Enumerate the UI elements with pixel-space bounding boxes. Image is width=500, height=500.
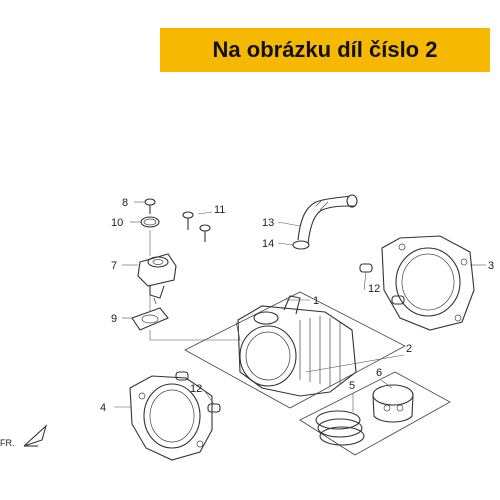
label-part-13: 13 (262, 217, 274, 229)
cylinder-assembly-frame (184, 291, 406, 409)
label-part-7: 7 (111, 260, 117, 272)
leader-lines (114, 201, 486, 412)
part-3-gasket (381, 235, 475, 331)
part-14-clamp (292, 240, 310, 250)
part-11-bolts (182, 211, 211, 242)
label-part-3: 3 (488, 260, 494, 272)
part-6-piston (372, 384, 414, 423)
label-part-10: 10 (111, 217, 123, 229)
part-9-gasket (131, 307, 169, 331)
label-part-2: 2 (406, 343, 412, 355)
part-number-banner: Na obrázku díl číslo 2 (160, 28, 490, 72)
label-part-12-lower: 12 (190, 383, 202, 395)
part-7-tensioner (137, 253, 177, 305)
piston-kit-frame (299, 371, 451, 456)
part-1-cylinder (237, 295, 357, 397)
label-part-6: 6 (376, 367, 382, 379)
part-5-rings (315, 410, 365, 446)
part-8-bolt (144, 198, 156, 214)
part-4-gasket (129, 375, 213, 461)
label-part-8: 8 (122, 197, 128, 209)
label-part-9: 9 (111, 313, 117, 325)
banner-text: Na obrázku díl číslo 2 (212, 37, 438, 62)
label-part-1: 1 (313, 295, 319, 307)
label-part-4: 4 (100, 402, 106, 414)
label-part-5: 5 (349, 380, 355, 392)
front-direction-arrow (23, 424, 48, 447)
label-part-11: 11 (214, 204, 225, 216)
label-front-direction: FR. (0, 438, 15, 448)
label-part-12-upper: 12 (368, 283, 380, 295)
part-10-oring-inner (143, 218, 157, 226)
label-part-14: 14 (262, 238, 274, 250)
part-13-hose (297, 194, 358, 245)
